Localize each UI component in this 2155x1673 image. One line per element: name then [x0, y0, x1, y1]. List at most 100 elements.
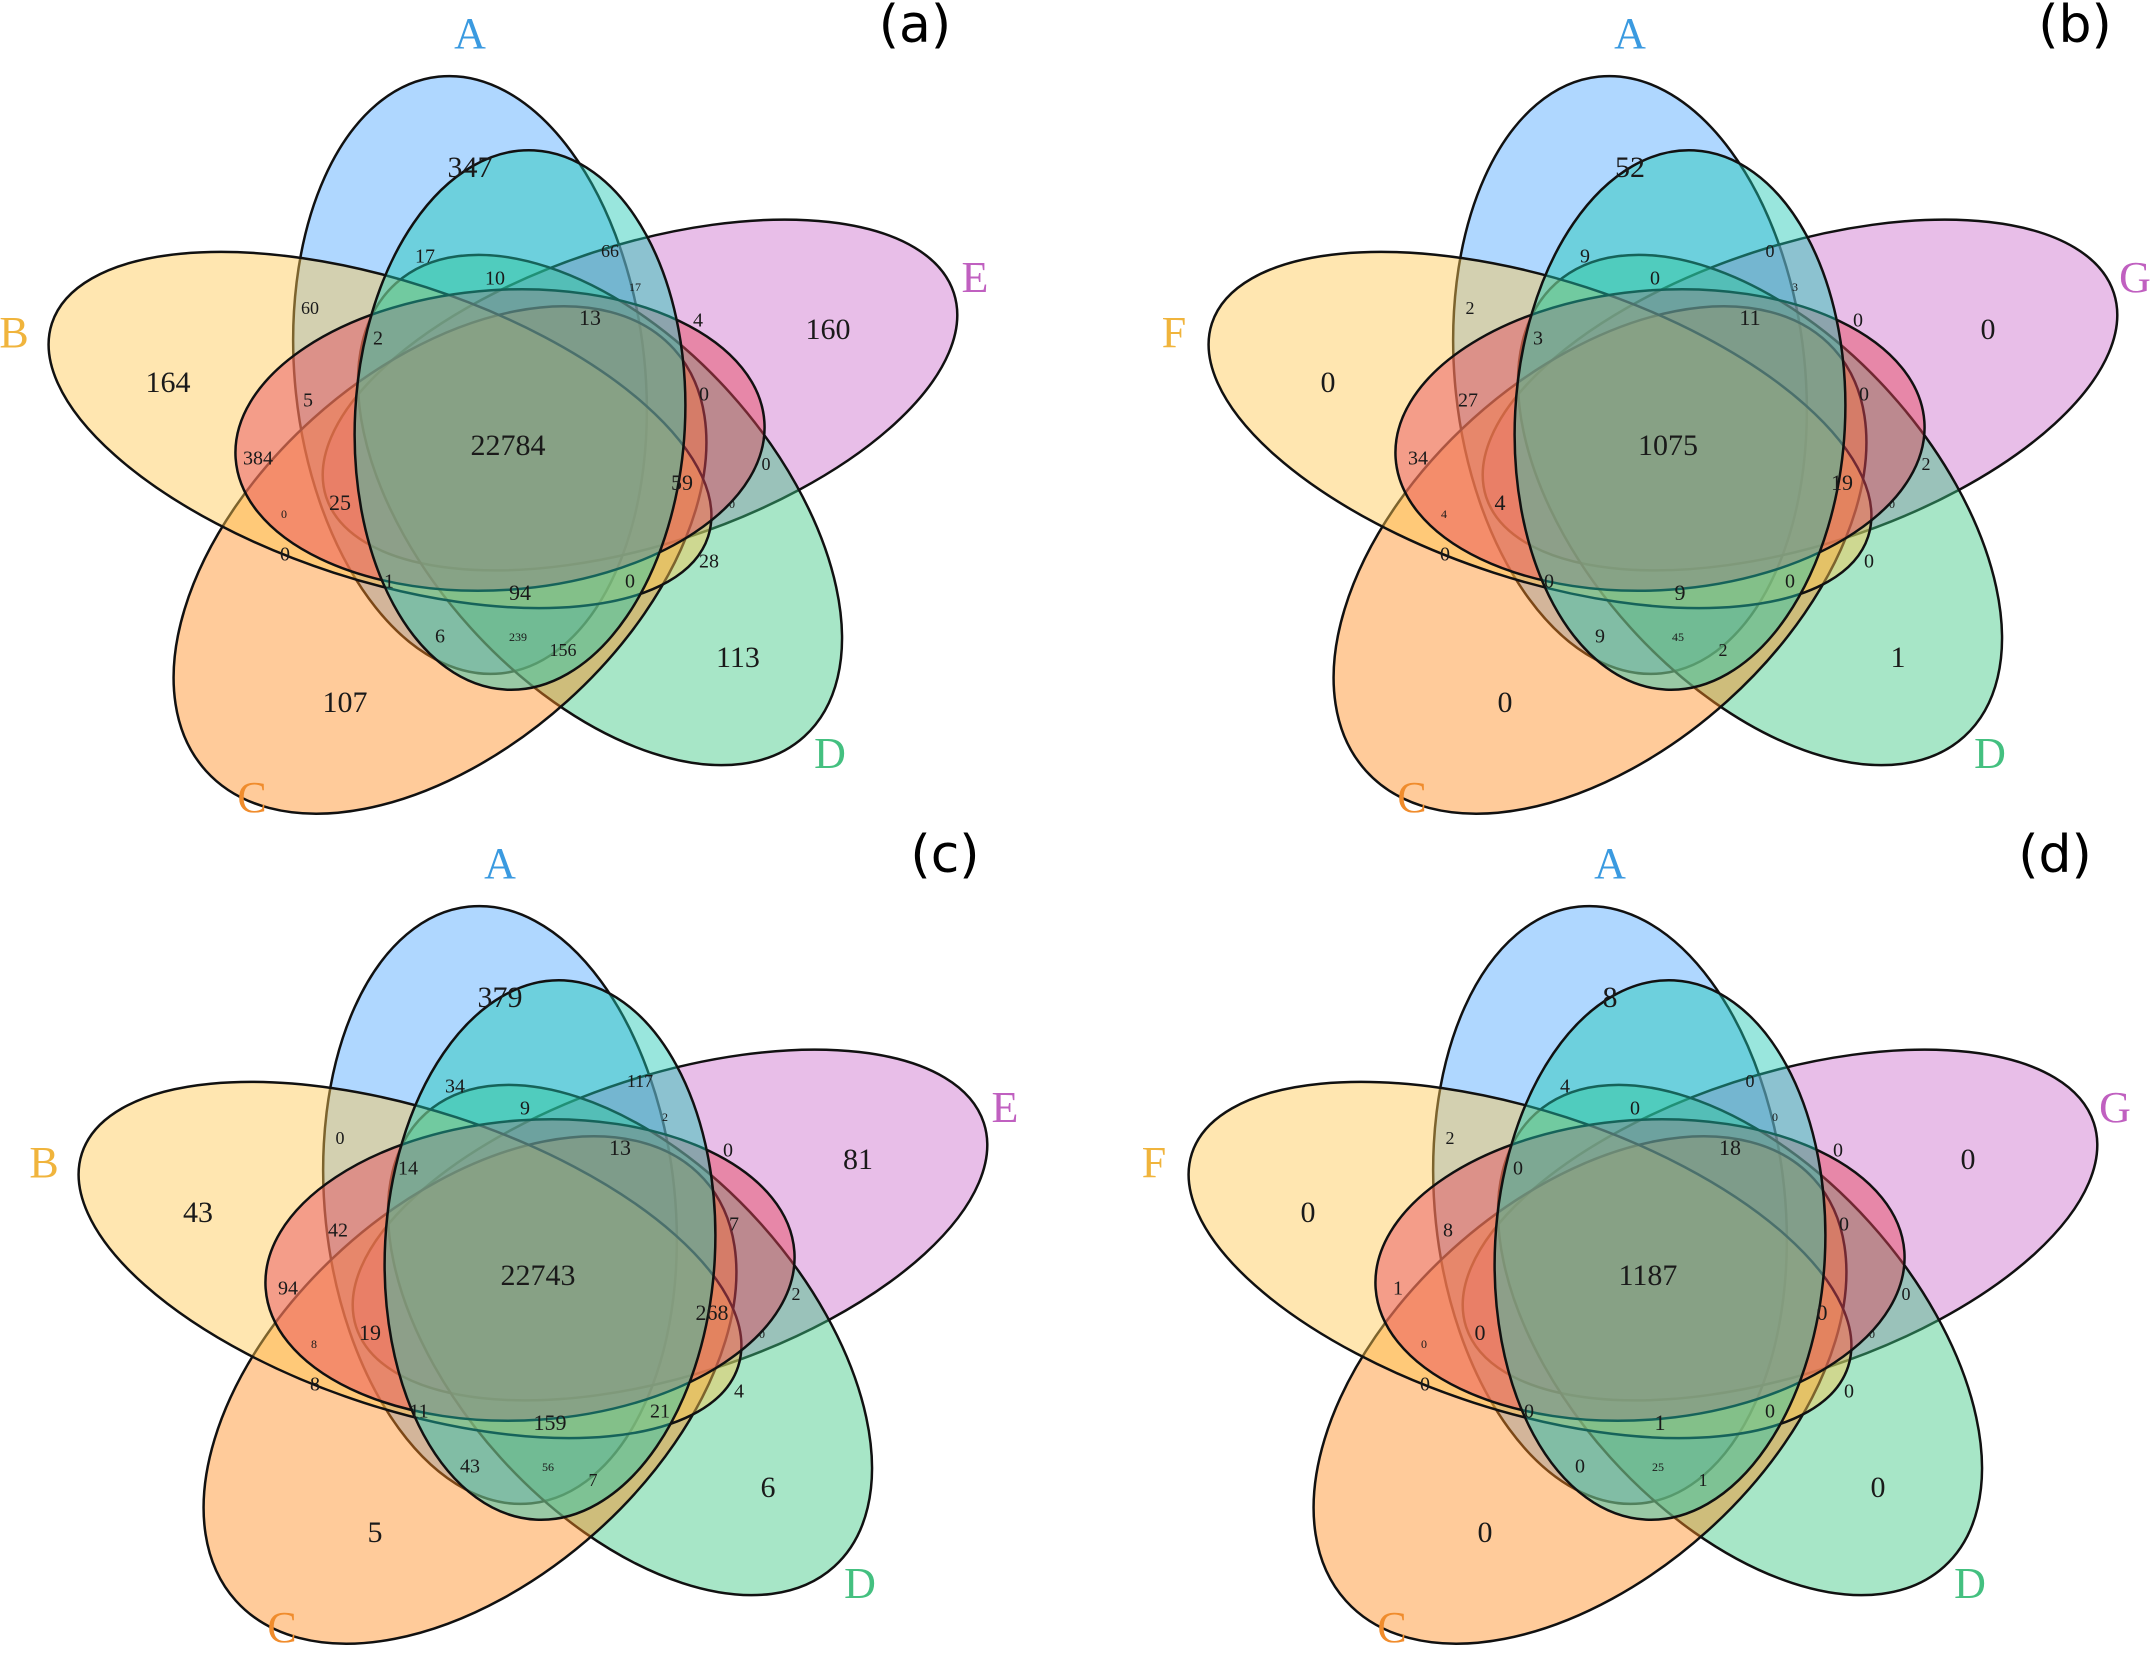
set-c-ellipse: [1332, 305, 1868, 815]
region-count: 52: [1615, 151, 1645, 184]
set-label-right: E: [962, 253, 989, 302]
set-a-ellipse: [1431, 904, 1789, 1506]
region-count: 42: [328, 1220, 348, 1242]
region-count: 0: [1630, 1098, 1640, 1120]
region-count: 0: [1785, 571, 1795, 593]
region-count: 2: [1719, 640, 1728, 660]
set-a-ellipse: [291, 74, 649, 676]
region-count: 9: [520, 1098, 530, 1120]
region-count: 0: [1301, 1196, 1316, 1229]
region-count: 0: [1981, 313, 1996, 346]
inner-red-ellipse: [264, 1117, 796, 1423]
region-count: 0: [1961, 1143, 1976, 1176]
region-count: 107: [323, 686, 368, 719]
region-count: 0: [1817, 1300, 1828, 1325]
region-count: 0: [699, 384, 709, 406]
region-count: 2: [1446, 1128, 1455, 1148]
region-count: 25: [1652, 1460, 1664, 1474]
region-count: 6: [761, 1471, 776, 1504]
region-count: 0: [1524, 1401, 1534, 1423]
set-d-ellipse: [1516, 253, 2004, 767]
inner-teal-ellipse: [1493, 978, 1827, 1522]
region-count: 0: [1513, 1158, 1523, 1180]
region-count: 0: [625, 571, 635, 593]
set-d-ellipse: [356, 253, 844, 767]
region-count: 2: [662, 1110, 668, 1124]
region-count: 1187: [1619, 1259, 1678, 1292]
region-count: 6: [435, 626, 445, 648]
panel-label: (d): [2018, 825, 2092, 885]
panel-label: (a): [879, 0, 951, 55]
region-count: 164: [146, 366, 191, 399]
set-label-bottom-right: D: [1954, 1559, 1986, 1608]
panel-label: (b): [2038, 0, 2112, 55]
region-count: 0: [1844, 1381, 1854, 1403]
region-count: 0: [729, 497, 735, 511]
set-label-bottom-right: D: [844, 1559, 876, 1608]
region-count: 0: [1746, 1071, 1755, 1091]
set-d-ellipse: [1496, 1083, 1984, 1597]
set-label-top: A: [1614, 9, 1646, 58]
region-count: 3: [1792, 280, 1798, 294]
region-count: 94: [509, 580, 531, 605]
region-count: 160: [806, 313, 851, 346]
region-count: 13: [579, 305, 601, 330]
set-b-ellipse: [1187, 1080, 1853, 1440]
region-count: 13: [609, 1135, 631, 1160]
region-count: 9: [1675, 580, 1686, 605]
region-count: 0: [1772, 1110, 1778, 1124]
region-count: 5: [368, 1516, 383, 1549]
region-count: 156: [550, 640, 577, 660]
set-label-left: F: [1142, 1138, 1166, 1187]
region-count: 27: [1458, 390, 1478, 412]
set-label-bottom-right: D: [1974, 729, 2006, 778]
region-count: 0: [336, 1128, 345, 1148]
region-count: 4: [1495, 490, 1506, 515]
set-b-ellipse: [1207, 250, 1873, 610]
inner-teal-ellipse: [383, 978, 717, 1522]
region-count: 60: [301, 298, 319, 318]
region-count: 379: [478, 981, 523, 1014]
region-count: 1: [1393, 1278, 1403, 1300]
region-count: 3: [1533, 328, 1543, 350]
region-count: 117: [627, 1071, 653, 1091]
region-count: 0: [1498, 686, 1513, 719]
region-count: 0: [1889, 497, 1895, 511]
set-label-bottom-right: D: [814, 729, 846, 778]
region-count: 81: [843, 1143, 873, 1176]
region-count: 4: [1560, 1076, 1570, 1098]
region-count: 113: [716, 641, 760, 674]
region-count: 11: [409, 1401, 428, 1423]
region-count: 0: [280, 544, 290, 566]
inner-teal-ellipse: [353, 148, 687, 692]
region-count: 0: [1864, 551, 1874, 573]
region-count: 0: [1420, 1374, 1430, 1396]
region-count: 0: [1869, 1327, 1875, 1341]
region-count: 0: [1833, 1140, 1843, 1162]
region-count: 1: [384, 571, 394, 593]
region-count: 19: [1831, 470, 1853, 495]
region-count: 0: [1475, 1320, 1486, 1345]
region-count: 159: [534, 1410, 567, 1435]
set-a-ellipse: [1451, 74, 1809, 676]
region-count: 8: [1443, 1220, 1453, 1242]
region-count: 18: [1719, 1135, 1741, 1160]
set-label-left: F: [1162, 308, 1186, 357]
region-count: 0: [1766, 241, 1775, 261]
set-label-top: A: [454, 9, 486, 58]
region-count: 0: [1871, 1471, 1886, 1504]
inner-red-ellipse: [1374, 1117, 1906, 1423]
region-count: 4: [734, 1381, 744, 1403]
set-label-bottom-left: C: [1377, 1603, 1406, 1652]
region-count: 0: [1544, 571, 1554, 593]
region-count: 0: [1440, 544, 1450, 566]
region-count: 0: [1478, 1516, 1493, 1549]
set-label-top: A: [484, 839, 516, 888]
region-count: 8: [311, 1337, 317, 1351]
region-count: 8: [310, 1374, 320, 1396]
region-count: 22784: [471, 429, 546, 462]
region-count: 94: [278, 1278, 298, 1300]
region-count: 0: [1765, 1401, 1775, 1423]
